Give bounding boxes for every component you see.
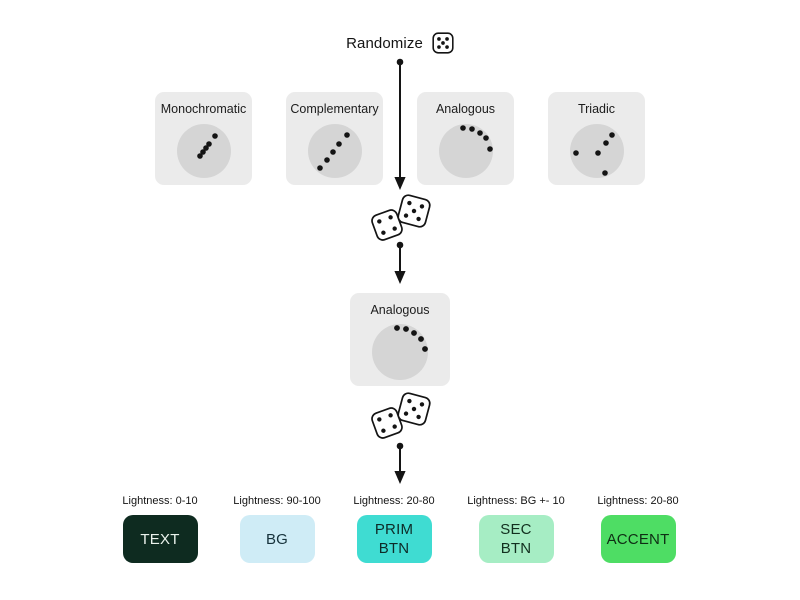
swatch-label: ACCENT [606,530,670,548]
swatch-label: TEXT [140,530,180,548]
arrow-down-2 [394,241,406,284]
lightness-label: Lightness: 20-80 [353,495,435,507]
color-wheel-analogous [438,124,493,178]
palette-col-accent: Lightness: 20-80 ACCENT [578,495,698,563]
scheme-card-complementary: Complementary [286,92,383,185]
scheme-card-title: Complementary [290,102,379,116]
swatch-accent: ACCENT [600,515,676,563]
selected-scheme-card: Analogous [350,293,450,386]
scheme-card-monochromatic: Monochromatic [155,92,252,185]
color-wheel-complementary [307,124,362,178]
lightness-label: Lightness: 20-80 [597,495,679,507]
swatch-prim-btn: PRIM BTN [356,515,432,563]
arrow-down-1 [394,58,406,190]
lightness-label: Lightness: BG +- 10 [467,495,565,507]
randomize-header: Randomize [0,31,800,55]
color-wheel-selected [372,324,428,380]
swatch-sec-btn: SEC BTN [478,515,554,563]
randomize-label: Randomize [346,34,423,52]
dice-pair-icon-2 [371,392,431,439]
scheme-card-title: Analogous [435,102,496,116]
color-wheel-triadic [569,124,624,178]
palette-col-sec-btn: Lightness: BG +- 10 SEC BTN [456,495,576,563]
scheme-card-title: Triadic [577,102,616,116]
scheme-card-title: Monochromatic [160,102,247,116]
color-wheel-monochromatic [176,124,231,178]
lightness-label: Lightness: 90-100 [233,495,321,507]
scheme-card-triadic: Triadic [548,92,645,185]
swatch-label: PRIM BTN [374,521,414,557]
dice-pair-icon-1 [371,194,431,241]
palette-col-prim-btn: Lightness: 20-80 PRIM BTN [334,495,454,563]
swatch-label: SEC BTN [500,521,532,557]
lightness-label: Lightness: 0-10 [122,495,198,507]
palette-col-text: Lightness: 0-10 TEXT [100,495,220,563]
swatch-label: BG [265,530,289,548]
selected-scheme-title: Analogous [370,303,430,317]
palette-col-bg: Lightness: 90-100 BG [217,495,337,563]
arrow-down-3 [394,442,406,484]
swatch-text: TEXT [122,515,198,563]
swatch-bg: BG [239,515,315,563]
scheme-card-analogous: Analogous [417,92,514,185]
die-five-icon [432,32,454,54]
